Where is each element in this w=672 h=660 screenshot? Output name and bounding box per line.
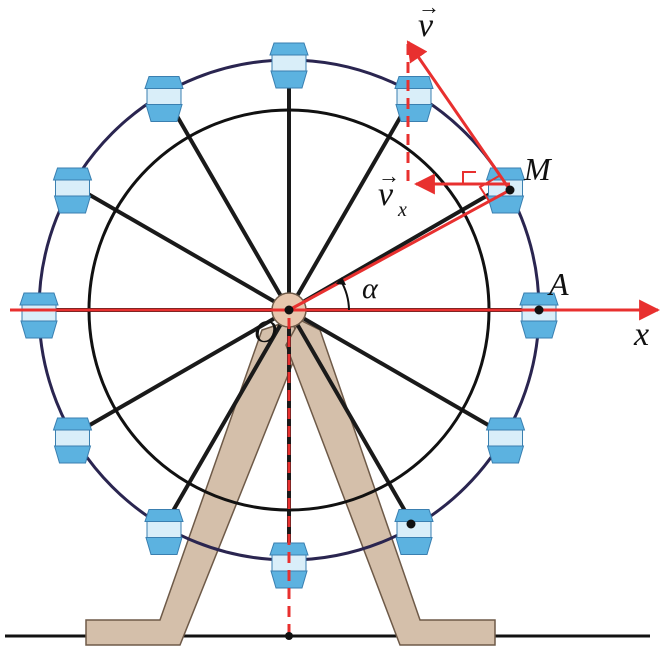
cabin [19,292,59,339]
spoke [287,92,416,312]
cabin [269,42,309,89]
right-angle-mark [478,175,500,202]
cabin [394,75,434,122]
left-support-leg [85,319,301,646]
radius-om [288,188,511,312]
label-velocity-x-subscript: x [397,199,407,221]
label-point-a: A [547,266,569,302]
spoke [71,183,291,312]
cabin [52,417,93,464]
velocity-vector [406,40,512,191]
cabin [485,167,526,214]
label-velocity: v [418,7,434,44]
spoke [71,308,291,437]
cabins-group [19,42,559,589]
label-axis-x: x [633,316,649,353]
point-a-dot [534,305,544,315]
bottom-point [285,632,293,640]
label-velocity-arrow: → [418,0,440,19]
point-o-dot [284,305,294,315]
cabin [52,167,93,214]
cabin [394,509,434,556]
spoke [287,308,416,528]
label-velocity-x-arrow: → [378,163,400,188]
angle-arc-arrowhead [336,277,346,285]
angle-arc [340,280,350,311]
point-m-dot [505,185,515,195]
cabin [144,509,184,556]
label-angle: α [362,272,379,305]
label-center-o: O [254,313,277,349]
cabin [144,75,184,122]
right-angle-mark-x [462,171,476,184]
spoke [162,92,291,312]
right-support-leg [285,319,496,646]
spoke [162,308,291,528]
label-velocity-x: v [378,176,394,213]
label-point-m: M [523,151,553,187]
cabin [485,417,526,464]
rim-bottom-dot [406,519,416,529]
support-frame [85,319,496,646]
spoke [287,308,507,437]
cabin [269,542,309,589]
